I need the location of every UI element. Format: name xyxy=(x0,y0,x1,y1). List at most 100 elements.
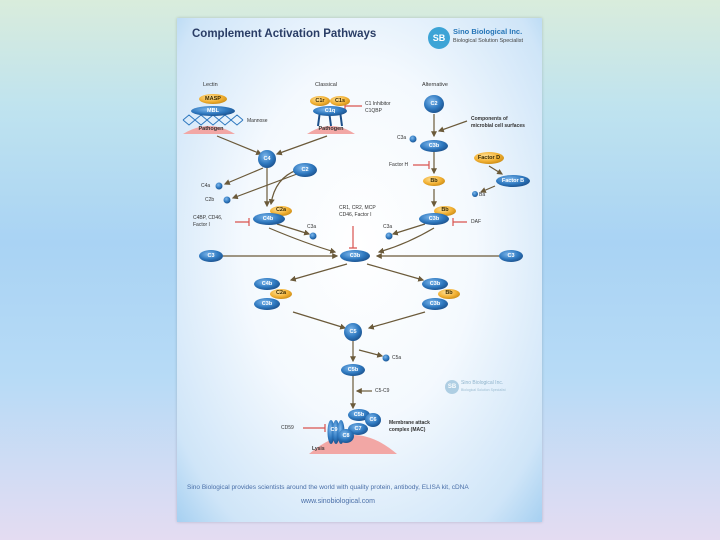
arrow-lectin-to-c4 xyxy=(216,135,263,155)
bb1-shape xyxy=(423,176,445,186)
mbl-label: MBL xyxy=(207,108,219,114)
c6-label: C6 xyxy=(369,417,377,423)
c4b1-label: C4b xyxy=(262,216,274,222)
c1-inhibitor-label: C1 Inhibitor xyxy=(365,101,391,107)
arrow-factorD-to-factorB xyxy=(488,165,504,175)
mbl-shape xyxy=(191,106,235,116)
c2a1-shape xyxy=(270,206,292,216)
c1r-shape xyxy=(310,96,330,106)
c8-shape xyxy=(338,429,354,443)
c3b-alt-label: C3b xyxy=(428,143,440,149)
c2b-dot xyxy=(223,196,231,204)
arrow-c3b-to-left-conv xyxy=(289,263,348,282)
pathogen-lectin-label: Pathogen xyxy=(198,126,224,132)
c5-shape xyxy=(344,323,362,341)
c1s-label: C1s xyxy=(334,98,346,104)
mannose-chain xyxy=(182,114,244,126)
header-alternative: Alternative xyxy=(422,82,448,88)
pathogen-classical-label: Pathogen xyxy=(318,126,344,132)
c2-main-shape xyxy=(293,163,317,177)
arrow-leftconv-to-c5 xyxy=(292,311,347,330)
c3b3-shape xyxy=(254,298,280,310)
pathway-diagram xyxy=(182,94,530,454)
c4-shape xyxy=(258,150,276,168)
c3b2-shape xyxy=(419,213,449,225)
c3a-right-dot xyxy=(385,232,393,240)
c2-alt-label: C2 xyxy=(430,101,438,107)
arrow-alt-to-c3b xyxy=(377,227,435,254)
c3a-right-label: C3a xyxy=(383,224,393,230)
arrow-bb-to-c3a xyxy=(391,223,426,236)
sb-logo-icon: SB xyxy=(428,27,450,49)
factor-b-shape xyxy=(496,175,530,187)
arrow-c2-to-c2b xyxy=(231,173,298,200)
c4b2-label: C4b xyxy=(261,281,273,287)
c1s-shape xyxy=(330,96,350,106)
logo-tagline: Biological Solution Specialist xyxy=(453,38,524,44)
bb3-label: Bb xyxy=(445,290,453,296)
page-title: Complement Activation Pathways xyxy=(192,28,377,40)
inhibit-cr1 xyxy=(349,226,357,249)
watermark-tagline: Biological Solution Specialist xyxy=(461,388,506,392)
arrow-rightconv-to-c5 xyxy=(367,311,426,330)
factor-b-label: Factor B xyxy=(501,178,525,184)
c3b5-shape xyxy=(422,298,448,310)
pathogen-membrane-classical xyxy=(307,126,355,134)
c4b2-shape xyxy=(254,278,280,290)
c4b1-shape xyxy=(253,213,285,225)
c9-strand-2 xyxy=(332,420,340,444)
mac-label-1: Membrane attack xyxy=(389,420,430,426)
components-label-1: Components of xyxy=(471,116,508,122)
header-lectin: Lectin xyxy=(203,82,218,88)
arrow-c3b-to-right-conv xyxy=(366,263,425,282)
c2a1-label: C2a xyxy=(275,207,287,213)
footer-url[interactable]: www.sinobiological.com xyxy=(301,498,375,505)
header-classical: Classical xyxy=(315,82,338,88)
c4a-dot xyxy=(215,182,223,190)
arrow-classical-to-c4 xyxy=(275,135,328,156)
c7-shape xyxy=(348,423,368,435)
arrow-c5-to-c5a xyxy=(358,349,384,358)
factor-d-shape xyxy=(474,152,504,164)
c9-strand-1 xyxy=(327,420,335,444)
mac-label-2: complex (MAC) xyxy=(389,427,426,433)
c5b-mac-shape xyxy=(348,409,370,421)
bb1-label: Bb xyxy=(430,178,438,184)
c1r-label: C1r xyxy=(315,98,325,104)
pathway-poster: Complement Activation Pathways SB Sino B… xyxy=(177,18,542,522)
c1qbp-label: C1QBP xyxy=(365,108,382,114)
lysis-label: Lysis xyxy=(312,446,325,452)
c9-label: C9 xyxy=(330,427,338,433)
c5-label: C5 xyxy=(349,329,357,335)
daf-label: DAF xyxy=(471,219,481,225)
c3a-alt-label: C3a xyxy=(397,135,407,141)
c4bp-label-2: Factor I xyxy=(193,222,210,228)
c5b-label: C5b xyxy=(347,367,359,373)
c5a-dot xyxy=(382,354,390,362)
watermark-name: Sino Biological Inc. xyxy=(461,380,504,386)
c3a-left-dot xyxy=(309,232,317,240)
c4bp-label-1: C4BP, CD46, xyxy=(193,215,223,221)
factor-d-label: Factor D xyxy=(477,155,501,161)
factor-h-label: Factor H xyxy=(389,162,409,168)
ba-label: Ba xyxy=(479,192,486,198)
c3b4-label: C3b xyxy=(429,281,441,287)
arrow-factorB-to-ba xyxy=(479,185,496,193)
c6-shape xyxy=(365,413,381,427)
c3b-center-label: C3b xyxy=(349,253,361,259)
c7-label: C7 xyxy=(354,426,362,432)
c1q-label: C1q xyxy=(324,108,336,114)
c3-right-shape xyxy=(499,250,523,262)
c3b5-label: C3b xyxy=(429,301,441,307)
arrow-surface-to-alt xyxy=(437,120,468,133)
ba-dot xyxy=(472,191,478,197)
masp-shape xyxy=(199,94,227,104)
cr1-label-2: CD46, Factor I xyxy=(339,212,372,218)
inhibit-c4bp xyxy=(235,218,250,226)
footer-text: Sino Biological provides scientists arou… xyxy=(187,484,469,491)
c5-c9-label: C5-C9 xyxy=(375,388,390,394)
c1q-shape xyxy=(313,106,347,116)
c2-main-label: C2 xyxy=(301,167,309,173)
arrow-c4b-to-c3a xyxy=(276,223,311,236)
c5a-label: C5a xyxy=(392,355,402,361)
